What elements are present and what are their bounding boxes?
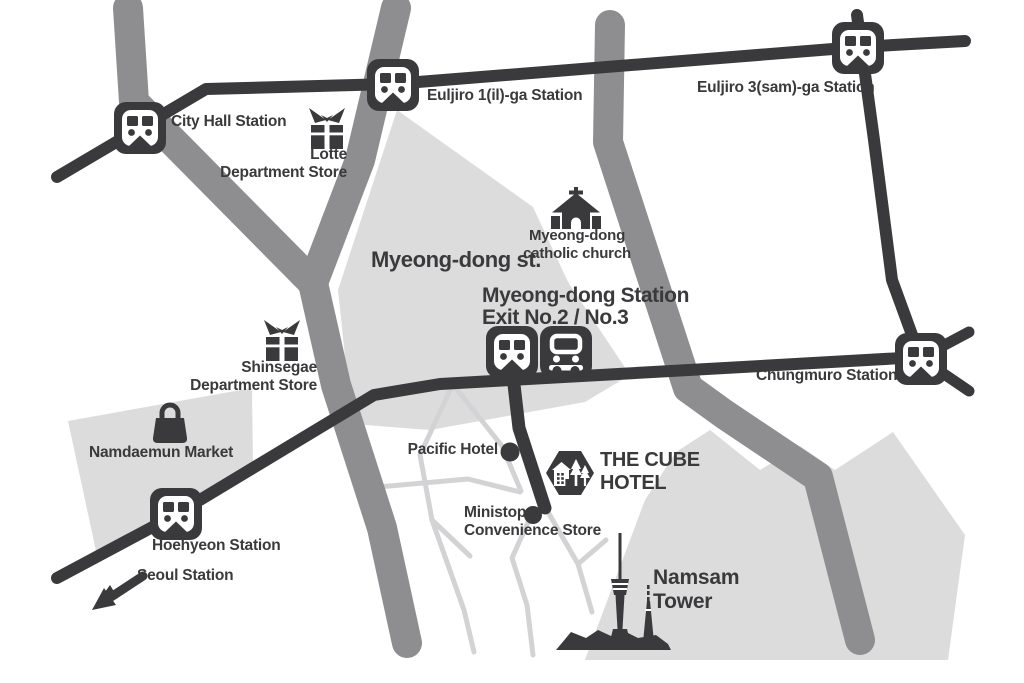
myeongdong-bus-icon (540, 326, 592, 378)
namdaemun-market-label: Namdaemun Market (89, 444, 234, 461)
lotte-department-store-label: Lotte Department Store (200, 146, 347, 182)
hotel-access-road (506, 369, 552, 515)
namsan-line2: Tower (653, 590, 713, 613)
church-icon (551, 187, 601, 229)
namsan-area (585, 430, 965, 660)
myeongdong-station-line1: Myeong-dong Station (482, 284, 690, 307)
cube-hotel-line2: HOTEL (600, 472, 667, 494)
arrow-down-left-icon (92, 571, 148, 610)
lotte-gift-icon (309, 108, 345, 149)
city-hall-station-label: City Hall Station (171, 113, 287, 130)
seoul-station-label: Seoul Station (137, 567, 234, 584)
lotte-line1: Lotte (310, 146, 347, 163)
catholic-church-label: Myeong-dong catholic church (503, 227, 651, 263)
hoehyeon-station-label: Hoehyeon Station (152, 537, 281, 554)
myeongdong-station-label: Myeong-dong Station Exit No.2 / No.3 (482, 285, 689, 329)
euljiro1-train-icon (367, 59, 419, 111)
ministop-dot (524, 506, 542, 524)
euljiro3-station-label: Euljiro 3(sam)-ga Station (697, 79, 875, 96)
shinsegae-line1: Shinsegae (241, 359, 317, 376)
namsan-line1: Namsam (653, 566, 740, 589)
shinsegae-department-store-label: Shinsegae Department Store (170, 359, 317, 395)
road-east (593, 10, 875, 655)
namsan-tower-label: Namsam Tower (653, 566, 740, 614)
myeongdong-street-label: Myeong-dong st. (371, 247, 541, 272)
line-euljiro3-chungmuro (851, 9, 925, 360)
church-line1: Myeong-dong (528, 227, 626, 244)
road-euljiro1-branch (298, 0, 411, 298)
namdaemun-area (68, 388, 253, 551)
namsan-tower-icon (556, 533, 671, 650)
cube-hotel-logo-icon (546, 451, 594, 495)
chungmuro-station-label: Chungmuro Station (756, 367, 898, 384)
cube-hotel-line1: THE CUBE (600, 449, 700, 471)
ministop-line1: Ministop (464, 504, 527, 521)
euljiro3-train-icon (832, 22, 884, 74)
lotte-line2: Department Store (220, 164, 347, 181)
side-streets (375, 383, 609, 658)
chungmuro-train-icon (895, 333, 947, 385)
shinsegae-line2: Department Store (190, 377, 317, 394)
shinsegae-gift-icon (264, 320, 300, 361)
hoehyeon-train-icon (150, 488, 202, 540)
ministop-line2: Convenience Store (464, 522, 602, 539)
ministop-label: Ministop Convenience Store (464, 504, 601, 540)
myeongdong-station-line2: Exit No.2 / No.3 (482, 306, 629, 329)
city-hall-train-icon (114, 102, 166, 154)
pacific-hotel-label: Pacific Hotel (407, 441, 499, 458)
euljiro1-station-label: Euljiro 1(il)-ga Station (427, 87, 583, 104)
cube-hotel-label: THE CUBE HOTEL (600, 449, 700, 495)
myeongdong-train-icon (486, 326, 538, 378)
road-merged-south (298, 268, 422, 658)
line-myeongdong-hoehyeon (51, 351, 926, 584)
pacific-hotel-dot (500, 442, 520, 462)
church-line2: catholic church (523, 245, 631, 262)
